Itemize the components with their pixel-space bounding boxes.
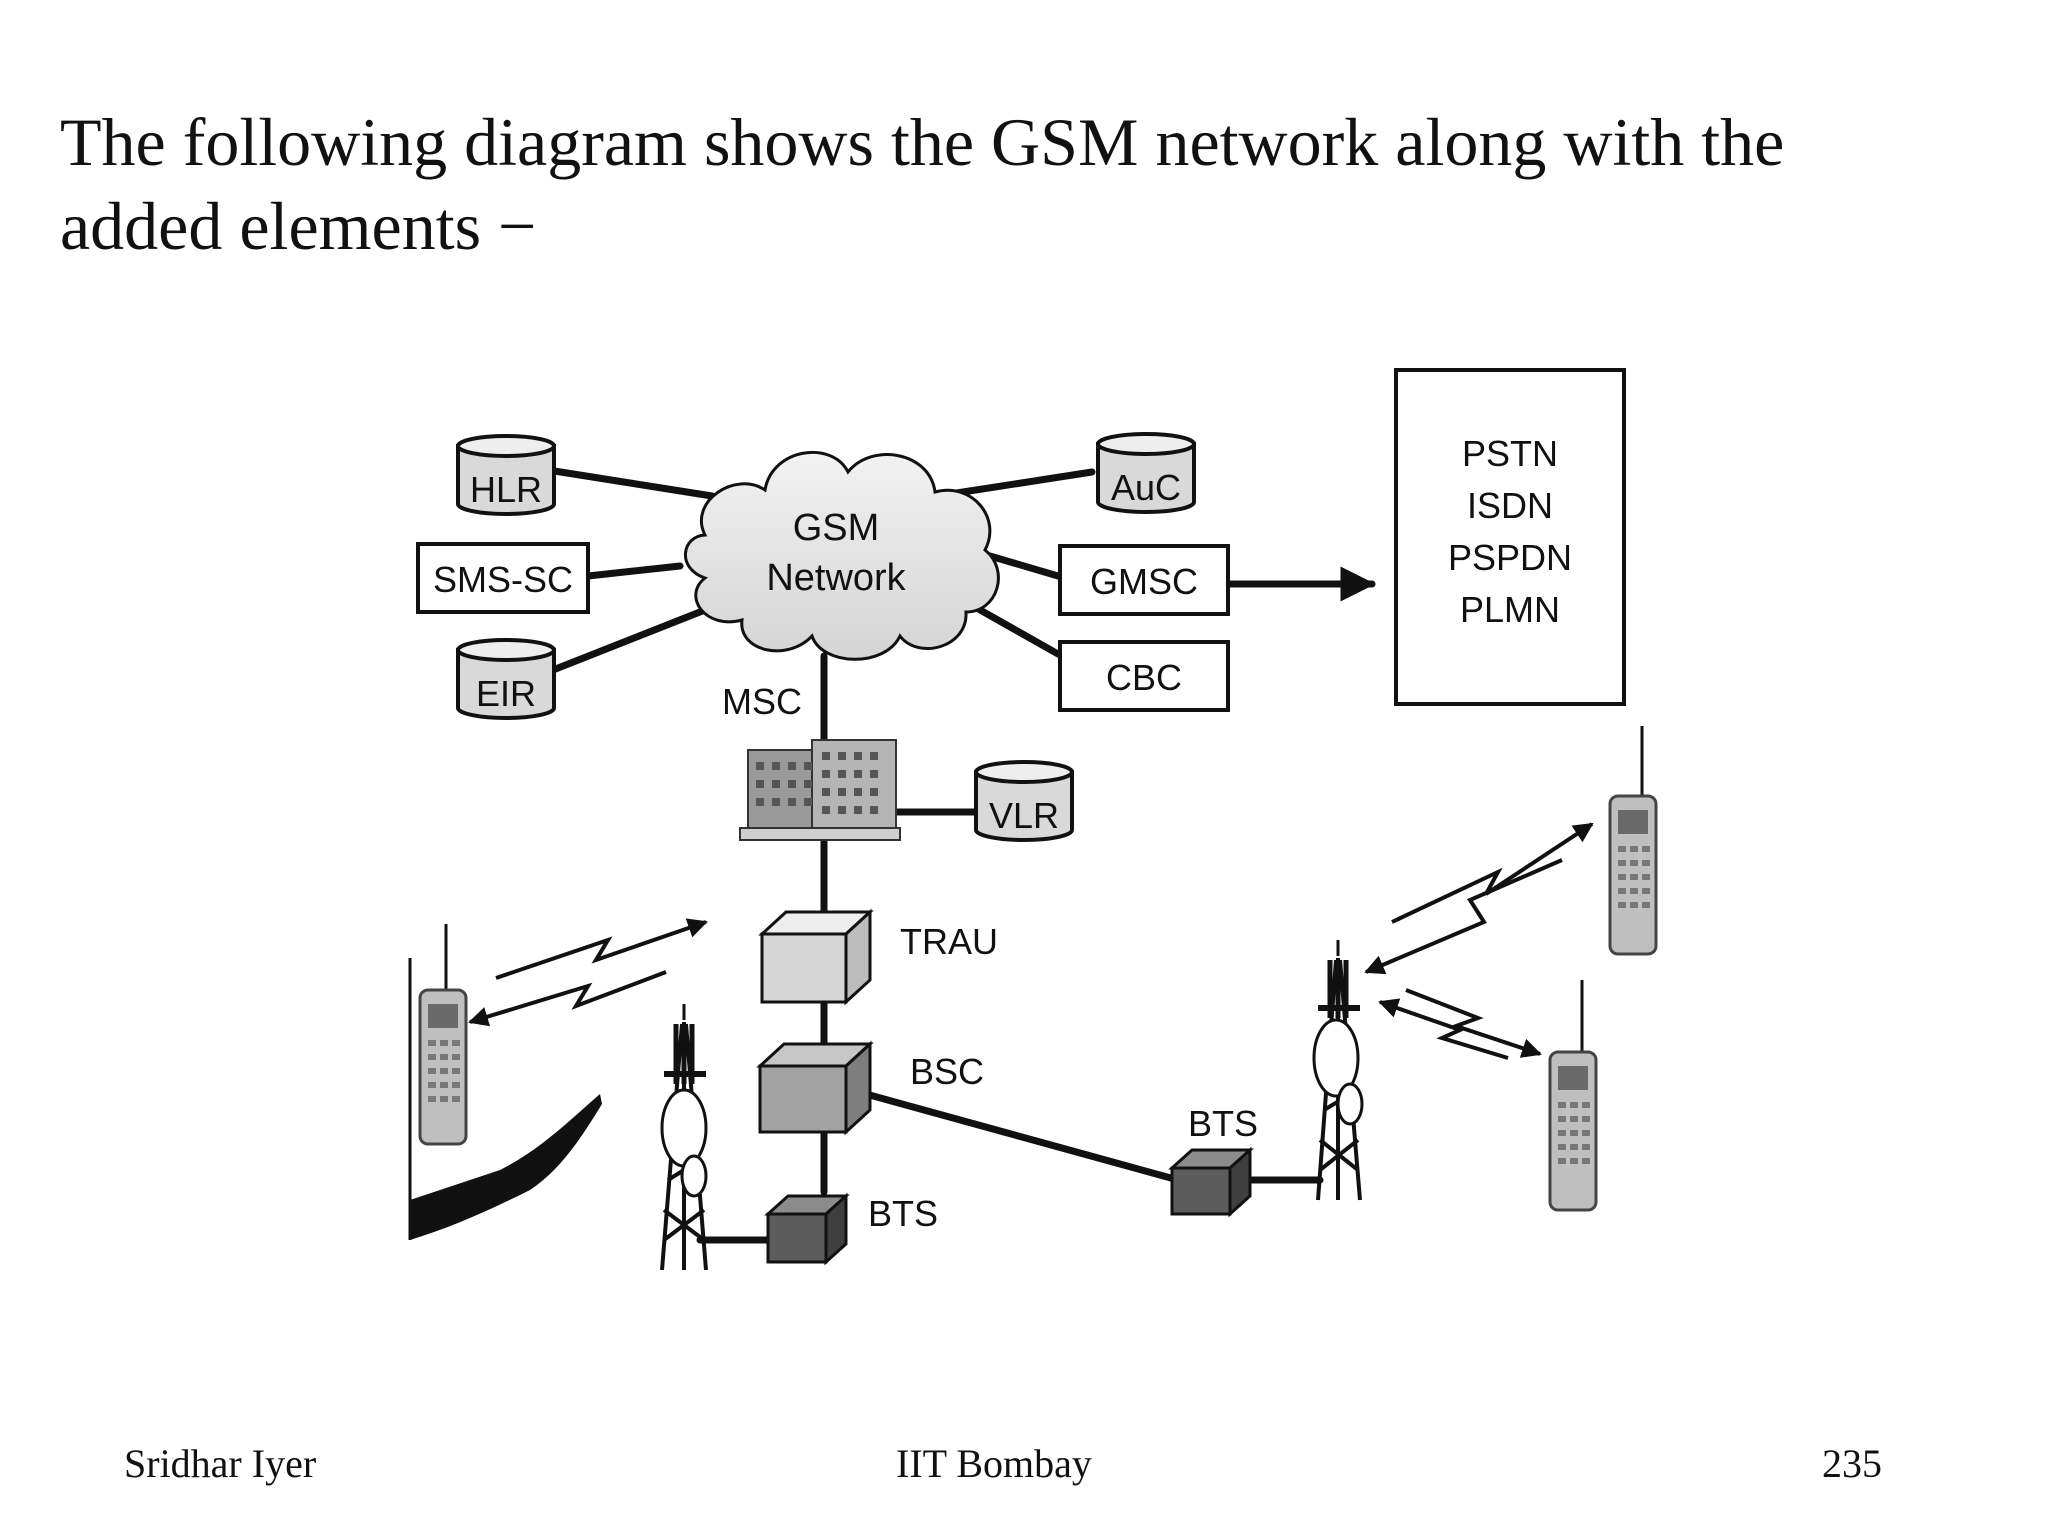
vlr-label: VLR xyxy=(989,795,1059,836)
external-network-1: ISDN xyxy=(1467,485,1553,526)
link-bsc-bts-right xyxy=(862,1090,1182,1184)
title-line-1: The following diagram shows the GSM netw… xyxy=(60,104,1785,180)
external-networks-box: PSTN ISDN PSPDN PLMN xyxy=(1394,368,1626,706)
trau-label: TRAU xyxy=(900,921,998,962)
radio-link-right-top xyxy=(1364,822,1594,975)
radio-link-left xyxy=(468,918,708,1027)
trau-box xyxy=(758,908,874,1006)
vlr-database: VLR xyxy=(974,760,1074,842)
bts-left-label: BTS xyxy=(868,1193,938,1234)
radio-link-right-bottom xyxy=(1378,988,1542,1060)
gmsc-box: GMSC xyxy=(1058,544,1230,616)
right-tower-icon xyxy=(1312,940,1364,1201)
smssc-box: SMS-SC xyxy=(416,542,590,614)
external-network-0: PSTN xyxy=(1462,433,1558,474)
cbc-label: CBC xyxy=(1106,657,1182,698)
bts-right-label: BTS xyxy=(1188,1103,1258,1144)
auc-database: AuC xyxy=(1096,432,1196,514)
right-mobile-phone-bottom-icon xyxy=(1548,980,1598,1212)
msc-building-icon xyxy=(739,739,901,841)
gsm-network-cloud: GSM Network xyxy=(684,450,1000,661)
eir-database: EIR xyxy=(456,638,556,720)
title-line-2: added elements − xyxy=(60,188,537,264)
auc-label: AuC xyxy=(1111,467,1181,508)
link-cbc-cloud xyxy=(962,598,1062,658)
smssc-label: SMS-SC xyxy=(433,559,573,600)
link-hlr-cloud xyxy=(544,466,716,500)
connection-lines xyxy=(544,466,1376,1244)
cloud-label-line-1: GSM xyxy=(793,507,880,549)
link-smssc-cloud xyxy=(584,562,684,580)
cbc-box: CBC xyxy=(1058,640,1230,712)
left-tower-icon xyxy=(660,1004,708,1271)
footer-page-number: 235 xyxy=(1822,1441,1882,1486)
external-network-3: PLMN xyxy=(1460,589,1560,630)
footer-org: IIT Bombay xyxy=(896,1441,1092,1486)
gmsc-label: GMSC xyxy=(1090,561,1198,602)
bsc-box xyxy=(756,1040,874,1136)
left-mobile-phone-icon xyxy=(418,924,468,1146)
bsc-label: BSC xyxy=(910,1051,984,1092)
external-network-2: PSPDN xyxy=(1448,537,1572,578)
left-terrain-shape xyxy=(408,958,602,1240)
hlr-label: HLR xyxy=(470,469,542,510)
link-eir-cloud xyxy=(544,604,714,676)
msc-label: MSC xyxy=(722,681,802,722)
bts-right-box xyxy=(1168,1146,1254,1218)
bts-left-box xyxy=(764,1192,850,1266)
link-auc-cloud xyxy=(946,468,1096,498)
link-gmsc-cloud xyxy=(986,552,1062,580)
hlr-database: HLR xyxy=(456,434,556,516)
eir-label: EIR xyxy=(476,673,536,714)
slide-title: The following diagram shows the GSM netw… xyxy=(60,100,1960,268)
right-mobile-phone-top-icon xyxy=(1608,726,1658,956)
cloud-label-line-2: Network xyxy=(766,557,906,599)
footer-author: Sridhar Iyer xyxy=(124,1441,317,1486)
